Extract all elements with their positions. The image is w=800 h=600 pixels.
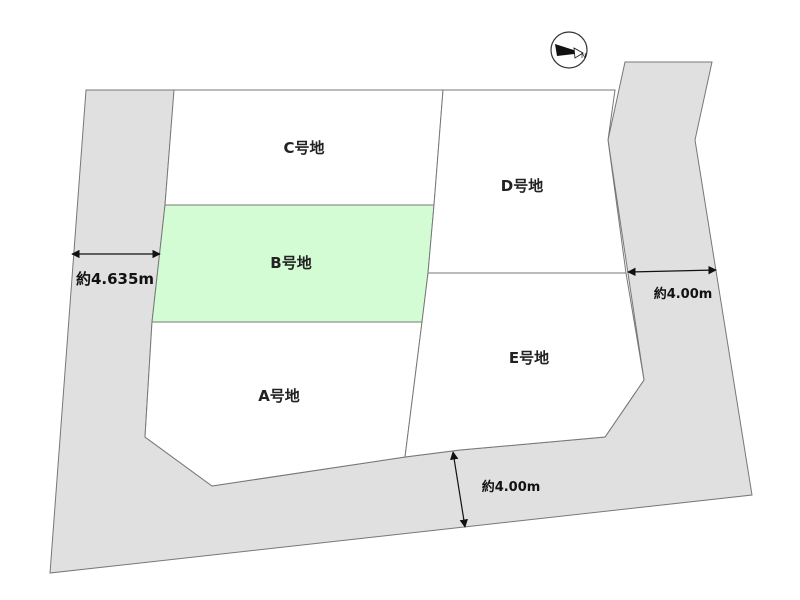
south-road-dimension-arrow [450,451,468,528]
east-road-width-label: 約4.00m [654,286,713,302]
north-arrow-icon: N [550,31,588,69]
lot-a[interactable] [144,321,423,487]
lot-d-label: D号地 [501,177,543,195]
lot-a-label: A号地 [258,387,300,405]
lot-e-label: E号地 [509,349,549,367]
east-road-dimension-arrow [627,265,717,277]
lot-b-label: B号地 [270,254,311,272]
lot-e[interactable] [404,272,645,458]
west-road-width-label: 約4.635m [76,270,154,288]
svg-text:N: N [581,52,586,60]
lot-c-label: C号地 [283,139,324,157]
south-road-width-label: 約4.00m [482,479,541,495]
